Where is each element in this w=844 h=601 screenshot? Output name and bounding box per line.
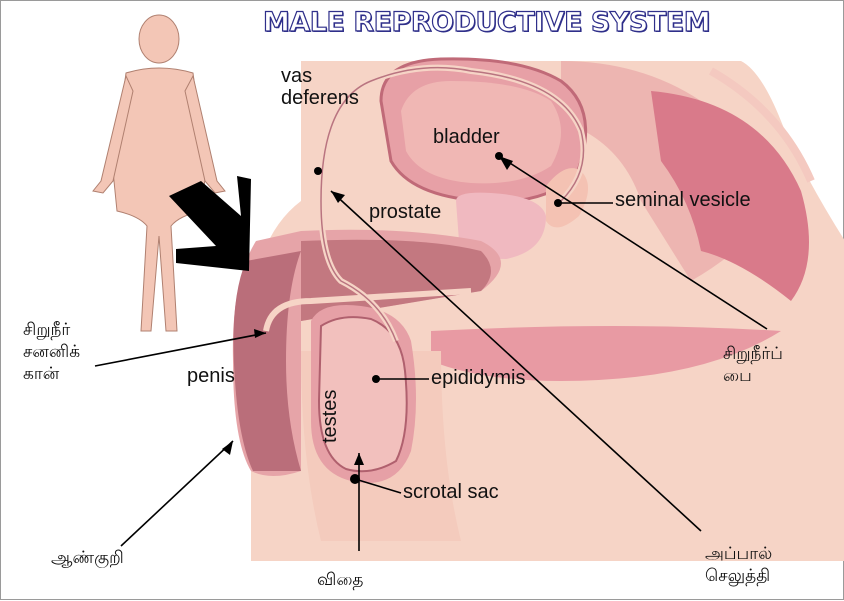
label-vas-deferens: vas deferens — [281, 65, 359, 109]
human-figure — [93, 15, 225, 331]
label-ta-vas-deferens: அப்பால் செலுத்தி — [705, 543, 772, 587]
diagram-title: MALE REPRODUCTIVE SYSTEM — [263, 7, 710, 38]
label-penis: penis — [187, 365, 235, 388]
label-testes: testes — [319, 390, 342, 443]
label-seminal-vesicle: seminal vesicle — [615, 189, 751, 212]
pointer-arrow — [169, 176, 251, 271]
label-ta-urethra: சிறுநீர் சனனிக் கான் — [23, 319, 80, 385]
label-ta-penis: ஆண்குறி — [51, 547, 124, 569]
label-bladder: bladder — [433, 126, 500, 149]
label-scrotal-sac: scrotal sac — [403, 481, 499, 504]
label-prostate: prostate — [369, 201, 441, 224]
label-ta-bladder: சிறுநீர்ப் பை — [723, 343, 783, 387]
label-epididymis: epididymis — [431, 367, 525, 390]
label-ta-testes: விதை — [317, 569, 364, 591]
